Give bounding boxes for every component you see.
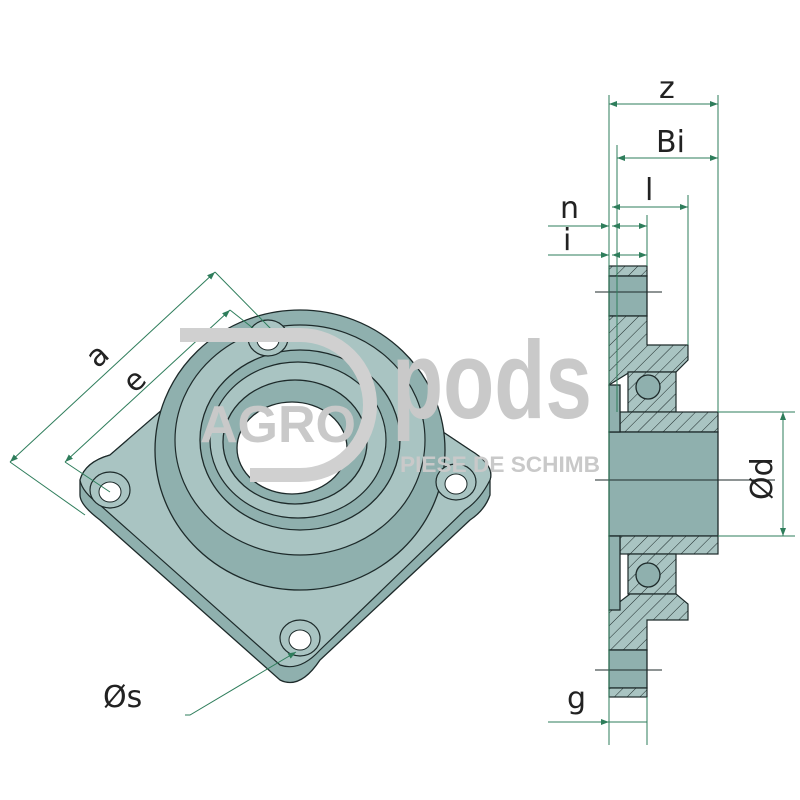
section-dimensions: z Bi l n i g Ød bbox=[548, 71, 795, 745]
dim-label-s: Øs bbox=[103, 680, 142, 715]
dim-label-i: i bbox=[563, 223, 571, 258]
dim-label-a: a bbox=[79, 337, 116, 375]
watermark-agro: AGRO bbox=[200, 396, 356, 454]
section-view bbox=[595, 265, 775, 698]
bolt-hole bbox=[444, 473, 468, 495]
dim-label-e: e bbox=[116, 362, 153, 400]
dim-label-d: Ød bbox=[745, 457, 780, 500]
dim-label-l: l bbox=[645, 173, 653, 208]
watermark-tagline: PIESE DE SCHIMB bbox=[400, 452, 600, 477]
watermark-pods: pods bbox=[392, 319, 592, 442]
dim-label-bi: Bi bbox=[656, 125, 685, 160]
dim-label-z: z bbox=[659, 71, 675, 106]
bolt-hole bbox=[288, 629, 312, 651]
dim-label-g: g bbox=[567, 681, 586, 716]
dim-label-n: n bbox=[560, 191, 579, 226]
watermark-logo: AGRO pods PIESE DE SCHIMB bbox=[180, 319, 600, 482]
